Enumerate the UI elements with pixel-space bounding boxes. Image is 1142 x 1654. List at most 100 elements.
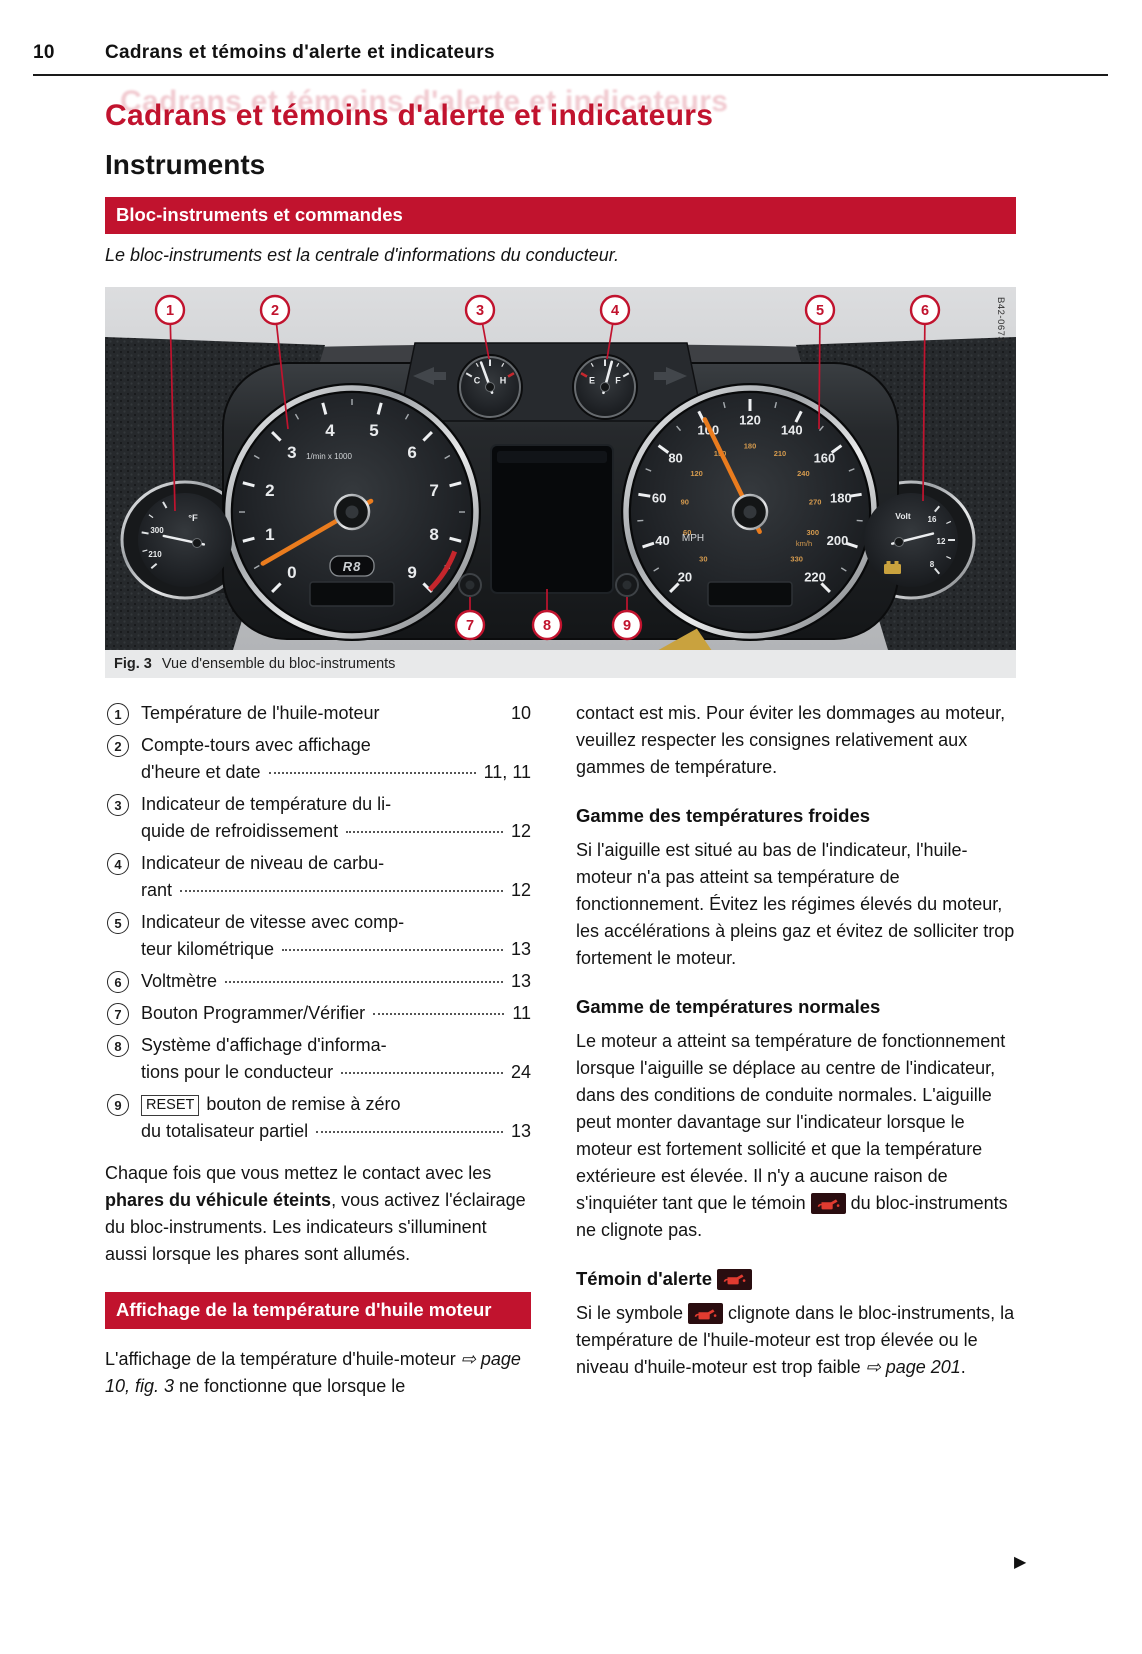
svg-text:km/h: km/h xyxy=(796,539,812,548)
program-check-button xyxy=(458,573,482,597)
legend-text: d'heure et date xyxy=(141,762,261,782)
svg-text:220: 220 xyxy=(804,570,826,585)
chapter-title: Cadrans et témoins d'alerte et indicateu… xyxy=(105,99,714,132)
svg-text:8: 8 xyxy=(429,525,438,544)
heading-warning-lamp: Témoin d'alerte xyxy=(576,1268,1016,1290)
svg-text:300: 300 xyxy=(150,526,164,535)
svg-text:180: 180 xyxy=(744,442,757,451)
legend-text: Indicateur de température du li- xyxy=(141,794,392,814)
legend-text: Température de l'huile-moteur xyxy=(141,703,380,723)
paragraph-warning-lamp: Si le symbole clignote dans le bloc-inst… xyxy=(576,1303,1015,1377)
paragraph-cluster-lighting: Chaque fois que vous mettez le contact a… xyxy=(105,1163,526,1264)
svg-text:8: 8 xyxy=(930,560,935,569)
running-header-title: Cadrans et témoins d'alerte et indicateu… xyxy=(105,42,495,63)
oil-warning-icon xyxy=(810,1193,846,1214)
legend-text: du totalisateur partiel xyxy=(141,1121,309,1141)
speedometer: 2040608010012014016018020022030609012015… xyxy=(621,383,879,641)
callout-2: 2 xyxy=(259,294,291,430)
svg-text:60: 60 xyxy=(652,490,666,505)
dot-leader xyxy=(341,1072,503,1074)
legend-number: 4 xyxy=(107,853,129,875)
page-number: 10 xyxy=(33,42,55,63)
trip-reset-button xyxy=(615,573,639,597)
svg-text:80: 80 xyxy=(668,451,682,466)
svg-text:7: 7 xyxy=(429,481,438,500)
subsection-banner: Bloc-instruments et commandes xyxy=(105,197,1016,235)
reset-button-label: RESET xyxy=(141,1095,200,1116)
svg-text:E: E xyxy=(589,376,595,386)
legend-item: 1 Température de l'huile-moteur 10 xyxy=(105,700,531,727)
svg-text:6: 6 xyxy=(921,303,929,319)
svg-text:270: 270 xyxy=(809,497,822,506)
dot-leader xyxy=(268,772,476,774)
legend-page-ref: 24 xyxy=(510,1062,531,1082)
svg-text:40: 40 xyxy=(655,533,669,548)
figure-caption-text: Vue d'ensemble du bloc-instruments xyxy=(161,656,396,672)
legend-text: Voltmètre xyxy=(141,971,218,991)
callout-8: 8 xyxy=(531,589,563,641)
legend-number: 7 xyxy=(107,1003,129,1025)
callout-6: 6 xyxy=(909,294,941,502)
paragraph-contact: contact est mis. Pour éviter les dommage… xyxy=(576,703,1006,777)
heading-normal-range: Gamme de températures normales xyxy=(576,996,881,1017)
svg-text:1: 1 xyxy=(166,303,174,319)
callout-1: 1 xyxy=(154,294,186,512)
callout-4: 4 xyxy=(599,294,631,360)
oil-warning-icon xyxy=(688,1303,724,1324)
svg-text:B42-0673: B42-0673 xyxy=(995,297,1006,342)
battery-icon xyxy=(884,561,901,574)
svg-text:140: 140 xyxy=(781,423,803,438)
svg-text:Volt: Volt xyxy=(895,511,911,521)
svg-text:120: 120 xyxy=(690,469,703,478)
svg-text:90: 90 xyxy=(681,497,689,506)
right-column: contact est mis. Pour éviter les dommage… xyxy=(576,700,1016,1400)
legend-page-ref: 13 xyxy=(510,939,531,959)
svg-text:210: 210 xyxy=(148,550,162,559)
svg-text:16: 16 xyxy=(928,515,937,524)
svg-text:MPH: MPH xyxy=(682,533,704,544)
svg-text:0: 0 xyxy=(287,563,296,582)
callout-5: 5 xyxy=(804,294,836,430)
svg-text:120: 120 xyxy=(739,413,761,428)
paragraph-cold-range: Si l'aiguille est situé au bas de l'indi… xyxy=(576,840,1015,968)
svg-text:1/min x 1000: 1/min x 1000 xyxy=(306,452,352,461)
svg-text:F: F xyxy=(615,376,621,386)
svg-text:60: 60 xyxy=(683,528,691,537)
paragraph-oil-temp-display: L'affichage de la température d'huile-mo… xyxy=(105,1349,521,1397)
svg-text:330: 330 xyxy=(790,554,803,563)
svg-text:20: 20 xyxy=(678,570,692,585)
svg-text:R8: R8 xyxy=(343,559,362,574)
section-title: Instruments xyxy=(105,149,266,180)
svg-text:3: 3 xyxy=(476,303,484,319)
legend-number: 5 xyxy=(107,912,129,934)
svg-text:200: 200 xyxy=(827,533,849,548)
callout-9: 9 xyxy=(611,597,643,641)
right-turn-arrow-icon xyxy=(654,367,687,385)
left-turn-arrow-icon xyxy=(413,367,446,385)
svg-text:6: 6 xyxy=(407,443,416,462)
legend-text: Bouton Programmer/Vérifier xyxy=(141,1003,366,1023)
svg-text:9: 9 xyxy=(407,563,416,582)
legend-page-ref: 10 xyxy=(510,703,531,723)
title-print-ghost: Cadrans et témoins d'alerte et indicateu… xyxy=(120,85,729,118)
oil-warning-icon xyxy=(717,1268,752,1290)
legend-number: 6 xyxy=(107,971,129,993)
legend-text: teur kilométrique xyxy=(141,939,275,959)
legend-number: 1 xyxy=(107,703,129,725)
intro-text: Le bloc-instruments est la centrale d'in… xyxy=(105,245,620,265)
paragraph-normal-range: Le moteur a atteint sa température de fo… xyxy=(576,1031,1008,1240)
legend-text: bouton de remise à zéro xyxy=(206,1094,401,1114)
